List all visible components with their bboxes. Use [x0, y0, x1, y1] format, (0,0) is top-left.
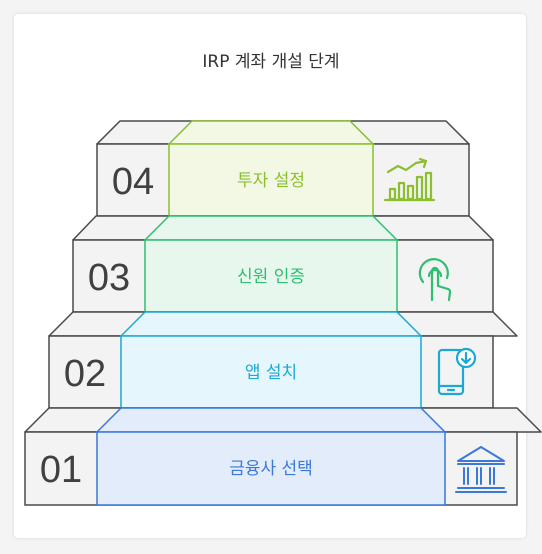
- step-03-label: 신원 인증: [237, 267, 305, 287]
- step-02-number: 02: [64, 353, 106, 395]
- growth-chart-icon: [383, 157, 436, 202]
- bank-icon: [455, 446, 507, 493]
- step-02-label-tread: [119, 311, 423, 337]
- touch-icon: [418, 258, 452, 302]
- step-04-label-tread: [167, 120, 375, 145]
- mobile-download-icon: [437, 347, 477, 396]
- step-02-label: 앱 설치: [245, 363, 297, 383]
- step-03-number: 03: [88, 257, 130, 299]
- step-04-label-panel: [168, 143, 374, 217]
- step-04: 04 투자 설정: [96, 120, 470, 217]
- step-03: 03 신원 인증: [72, 215, 494, 313]
- step-03-label-panel: [144, 239, 398, 313]
- step-01: 01 금융사 선택: [24, 407, 542, 506]
- step-01-number: 01: [40, 449, 82, 491]
- step-01-label: 금융사 선택: [229, 459, 313, 479]
- step-01-label-tread: [95, 407, 447, 433]
- step-04-label: 투자 설정: [237, 171, 305, 191]
- step-02: 02 앱 설치: [48, 311, 518, 409]
- step-01-label-panel: [96, 431, 446, 506]
- diagram-title: IRP 계좌 개설 단계: [202, 52, 339, 72]
- step-03-label-tread: [143, 215, 399, 241]
- step-02-label-panel: [120, 335, 422, 409]
- step-04-number: 04: [112, 161, 154, 203]
